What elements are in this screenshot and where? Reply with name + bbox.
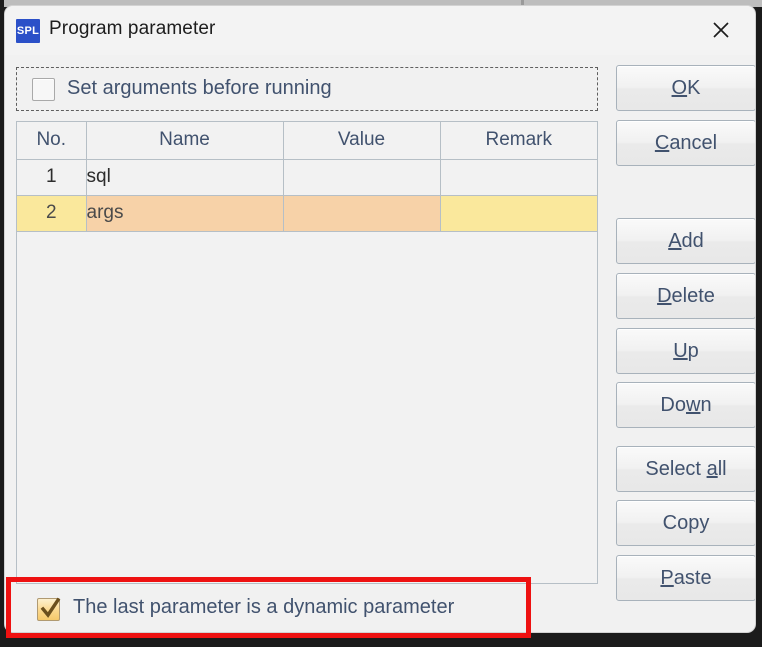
cell-no: 1 — [17, 159, 87, 196]
set-arguments-focus-ring: Set arguments before running — [16, 67, 598, 111]
background-window-strip — [0, 0, 762, 7]
column-header-name[interactable]: Name — [86, 122, 284, 160]
delete-button[interactable]: Delete — [616, 273, 755, 319]
set-arguments-label: Set arguments before running — [67, 77, 332, 99]
program-parameter-dialog: SPL Program parameter Set arguments befo… — [4, 5, 756, 633]
cell-no: 2 — [17, 195, 87, 232]
dynamic-parameter-label: The last parameter is a dynamic paramete… — [73, 596, 455, 618]
copy-button[interactable]: Copy — [616, 500, 755, 546]
up-button[interactable]: Up — [616, 328, 755, 374]
dialog-titlebar: SPL Program parameter — [5, 6, 755, 55]
table-row[interactable]: 2 args — [17, 195, 597, 232]
column-header-remark[interactable]: Remark — [440, 122, 597, 160]
background-window-seam — [521, 0, 524, 7]
down-button[interactable]: Down — [616, 382, 755, 428]
parameter-table-panel[interactable]: No. Name Value Remark 1 sql 2 args — [16, 121, 598, 584]
cell-remark[interactable] — [440, 195, 597, 232]
add-button[interactable]: Add — [616, 218, 755, 264]
select-all-button[interactable]: Select all — [616, 446, 755, 492]
close-icon[interactable] — [693, 6, 749, 53]
set-arguments-checkbox[interactable] — [32, 78, 55, 101]
dynamic-parameter-checkbox[interactable] — [37, 597, 61, 621]
dynamic-parameter-row: The last parameter is a dynamic paramete… — [16, 588, 598, 631]
paste-button[interactable]: Paste — [616, 555, 755, 601]
table-header-row: No. Name Value Remark — [17, 122, 597, 160]
table-row[interactable]: 1 sql — [17, 159, 597, 196]
cell-value[interactable] — [283, 195, 441, 232]
dialog-title: Program parameter — [49, 18, 216, 39]
dialog-button-column: OK Cancel Add Delete Up Down Select all … — [615, 6, 755, 632]
cell-remark[interactable] — [440, 159, 597, 196]
cell-value[interactable] — [283, 159, 441, 196]
parameter-table: No. Name Value Remark 1 sql 2 args — [17, 122, 597, 232]
desktop-background-edge — [0, 0, 4, 647]
cancel-button[interactable]: Cancel — [616, 120, 755, 166]
cell-name[interactable]: sql — [86, 159, 284, 196]
cell-name[interactable]: args — [86, 195, 284, 232]
spl-app-icon-text: SPL — [16, 24, 40, 37]
column-header-no[interactable]: No. — [17, 122, 87, 160]
spl-app-icon: SPL — [16, 19, 40, 43]
ok-button[interactable]: OK — [616, 65, 755, 111]
column-header-value[interactable]: Value — [283, 122, 441, 160]
